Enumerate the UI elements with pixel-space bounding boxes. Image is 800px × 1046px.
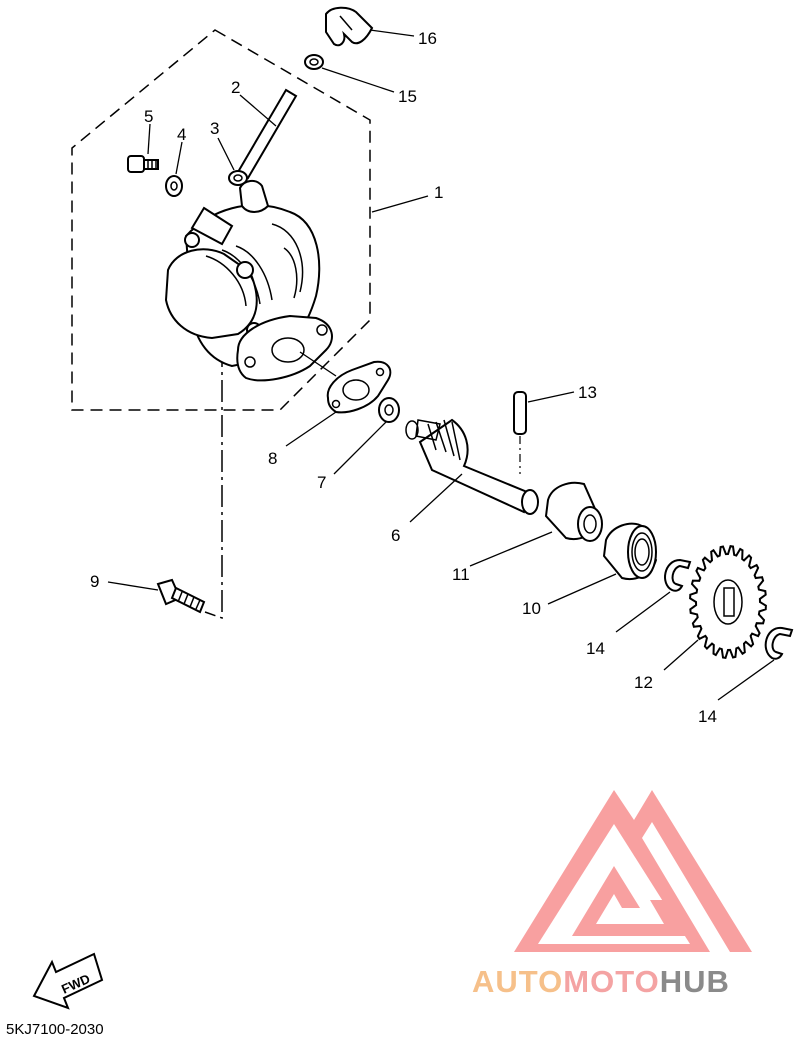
leader-15: [321, 67, 395, 93]
leader-16: [369, 29, 415, 37]
part-3-clamp: [228, 170, 248, 186]
fwd-arrow-icon: FWD: [32, 952, 104, 1010]
part-6-worm-shaft: [405, 418, 539, 515]
part-9-bolt: [156, 578, 206, 614]
part-8-gasket: [326, 360, 392, 414]
callout-9: 9: [90, 572, 99, 591]
part-16-clip: [325, 6, 374, 47]
callout-12: 12: [634, 673, 653, 692]
callout-4: 4: [177, 125, 186, 144]
leader-6: [409, 473, 463, 523]
diagram-code: 5KJ7100-2030: [6, 1021, 104, 1038]
leader-8-inner: [299, 351, 337, 377]
part-5-screw: [127, 155, 159, 173]
leader-14a: [615, 591, 671, 633]
callout-5: 5: [144, 107, 153, 126]
callout-15: 15: [398, 87, 417, 106]
leader-14b: [717, 659, 775, 701]
part-4-washer: [165, 175, 183, 197]
part-14-circlip-a: [664, 558, 692, 592]
callout-16: 16: [418, 29, 437, 48]
callout-10: 10: [522, 599, 541, 618]
part-15-ring: [304, 54, 324, 70]
part-14-circlip-b: [764, 626, 794, 660]
automotohub-logo-icon: [514, 790, 752, 952]
part-7-washer: [378, 397, 400, 423]
assembly-boundary: [71, 29, 371, 411]
callout-3: 3: [210, 119, 219, 138]
watermark-brand: AUTOMOTOHUB: [472, 964, 730, 999]
callout-14a: 14: [586, 639, 605, 658]
callout-8: 8: [268, 449, 277, 468]
pump-flange: [236, 314, 333, 382]
leader-7: [333, 421, 387, 475]
callout-6: 6: [391, 526, 400, 545]
leader-4: [175, 141, 183, 175]
leader-2: [239, 94, 277, 127]
leader-5: [147, 123, 151, 155]
watermark-moto: MOTO: [563, 964, 659, 999]
callout-2: 2: [231, 78, 240, 97]
callout-1: 1: [434, 183, 443, 202]
leader-1: [371, 195, 429, 213]
leader-10: [547, 573, 617, 605]
part-2-pipe: [236, 88, 298, 180]
part-10-bearing: [602, 522, 658, 580]
callout-11: 11: [452, 565, 470, 584]
leader-9: [107, 581, 159, 591]
leader-3: [217, 137, 235, 171]
leader-8: [285, 411, 337, 447]
leader-13: [527, 391, 575, 403]
part-11-collar: [544, 481, 603, 542]
part-12-gear: [689, 544, 767, 660]
leader-12: [663, 639, 699, 671]
bolt-alignment-line: [204, 345, 223, 620]
leader-11: [469, 531, 553, 567]
part-13-pin: [513, 391, 527, 435]
callout-7: 7: [317, 473, 326, 492]
callout-14b: 14: [698, 707, 717, 726]
callout-13: 13: [578, 383, 597, 402]
watermark-hub: HUB: [660, 964, 730, 999]
watermark-auto: AUTO: [472, 964, 563, 999]
